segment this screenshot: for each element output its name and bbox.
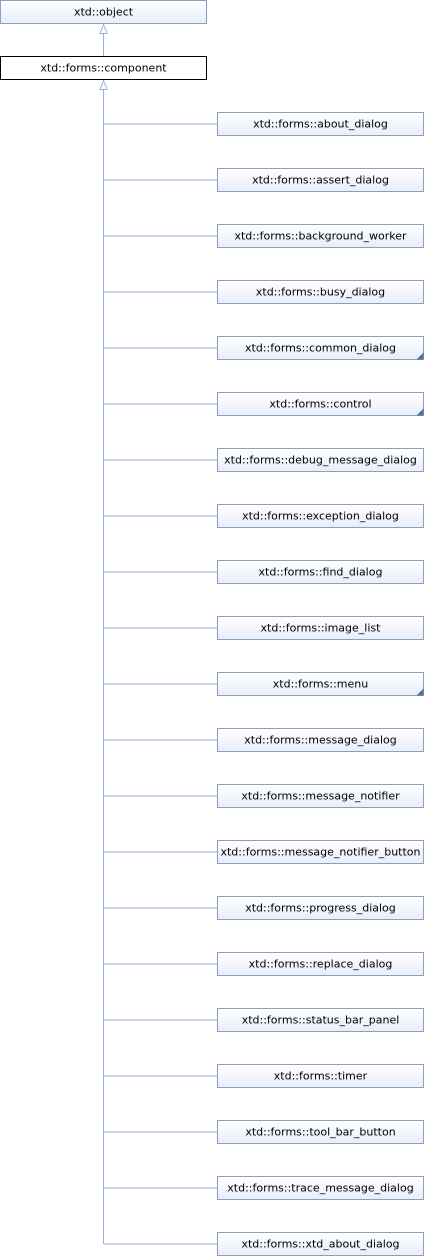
arrowhead-object <box>99 23 108 34</box>
node-child[interactable]: xtd::forms::about_dialog <box>217 112 424 136</box>
node-child[interactable]: xtd::forms::tool_bar_button <box>217 1120 424 1144</box>
node-child[interactable]: xtd::forms::message_dialog <box>217 728 424 752</box>
node-child[interactable]: xtd::forms::replace_dialog <box>217 952 424 976</box>
child-nodes: xtd::forms::about_dialogxtd::forms::asse… <box>217 112 424 1256</box>
node-child[interactable]: xtd::forms::message_notifier_button <box>217 840 424 864</box>
node-label: xtd::forms::find_dialog <box>259 566 383 579</box>
node-label: xtd::forms::assert_dialog <box>252 174 389 187</box>
node-label: xtd::forms::background_worker <box>234 230 407 243</box>
node-child[interactable]: xtd::forms::menu <box>217 672 424 696</box>
node-label: xtd::forms::replace_dialog <box>249 958 393 971</box>
more-subclasses-marker <box>416 352 424 360</box>
node-label: xtd::forms::exception_dialog <box>242 510 399 523</box>
node-label: xtd::forms::trace_message_dialog <box>227 1182 413 1195</box>
node-child[interactable]: xtd::forms::timer <box>217 1064 424 1088</box>
node-label: xtd::forms::message_dialog <box>244 734 397 747</box>
node-label: xtd::forms::common_dialog <box>245 342 396 355</box>
node-label: xtd::object <box>74 6 134 19</box>
node-child[interactable]: xtd::forms::xtd_about_dialog <box>217 1232 424 1256</box>
node-label: xtd::forms::image_list <box>261 622 382 635</box>
node-child[interactable]: xtd::forms::common_dialog <box>217 336 424 360</box>
node-child[interactable]: xtd::forms::trace_message_dialog <box>217 1176 424 1200</box>
node-label: xtd::forms::xtd_about_dialog <box>241 1238 399 1251</box>
node-label: xtd::forms::message_notifier_button <box>220 846 420 859</box>
node-label: xtd::forms::tool_bar_button <box>245 1126 395 1139</box>
node-child[interactable]: xtd::forms::control <box>217 392 424 416</box>
node-child[interactable]: xtd::forms::assert_dialog <box>217 168 424 192</box>
node-child[interactable]: xtd::forms::progress_dialog <box>217 896 424 920</box>
node-child[interactable]: xtd::forms::exception_dialog <box>217 504 424 528</box>
node-child[interactable]: xtd::forms::find_dialog <box>217 560 424 584</box>
node-child[interactable]: xtd::forms::busy_dialog <box>217 280 424 304</box>
edges-layer <box>99 23 218 1245</box>
node-child[interactable]: xtd::forms::message_notifier <box>217 784 424 808</box>
node-label: xtd::forms::timer <box>274 1070 368 1083</box>
node-child[interactable]: xtd::forms::image_list <box>217 616 424 640</box>
node-child[interactable]: xtd::forms::background_worker <box>217 224 424 248</box>
node-label: xtd::forms::message_notifier <box>241 790 400 803</box>
node-label: xtd::forms::control <box>269 398 371 411</box>
more-subclasses-marker <box>416 408 424 416</box>
more-subclasses-marker <box>416 688 424 696</box>
node-label: xtd::forms::component <box>40 62 167 75</box>
node-label: xtd::forms::debug_message_dialog <box>224 454 417 467</box>
node-child[interactable]: xtd::forms::debug_message_dialog <box>217 448 424 472</box>
arrowhead-component <box>99 79 108 90</box>
node-label: xtd::forms::menu <box>273 678 368 691</box>
node-label: xtd::forms::busy_dialog <box>256 286 385 299</box>
node-label: xtd::forms::status_bar_panel <box>242 1014 400 1027</box>
node-child[interactable]: xtd::forms::status_bar_panel <box>217 1008 424 1032</box>
node-label: xtd::forms::about_dialog <box>253 118 388 131</box>
node-xtd-forms-component[interactable]: xtd::forms::component <box>0 56 207 80</box>
node-label: xtd::forms::progress_dialog <box>245 902 396 915</box>
node-xtd-object[interactable]: xtd::object <box>0 0 207 24</box>
